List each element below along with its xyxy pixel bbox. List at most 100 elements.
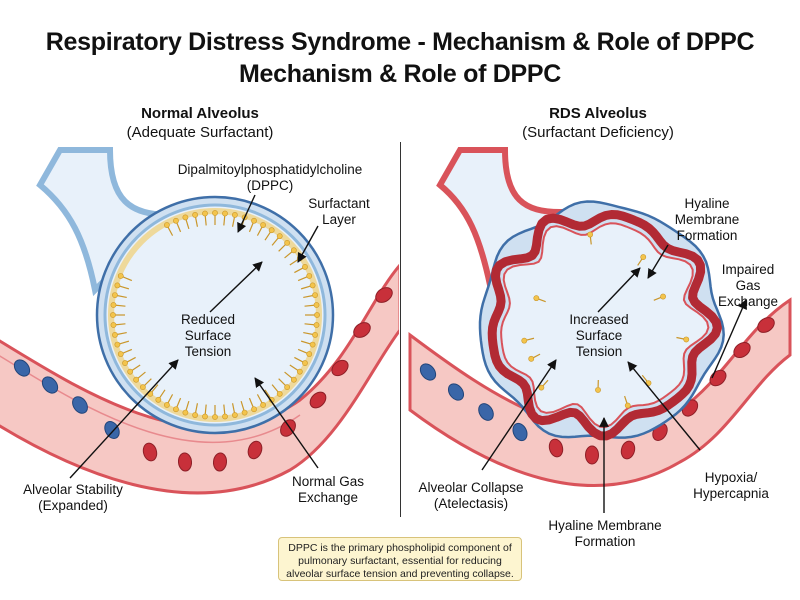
dppc-head: [192, 212, 199, 218]
red-blood-cell: [548, 438, 564, 458]
label-hyaline-membrane-bottom: Hyaline Membrane Formation: [548, 518, 662, 549]
dppc-head: [302, 360, 308, 366]
dppc-head: [309, 282, 316, 289]
red-blood-cell: [212, 452, 228, 472]
dppc-head: [127, 368, 134, 375]
dppc-head: [110, 312, 116, 318]
dppc-head: [306, 273, 313, 279]
dppc-head: [538, 384, 545, 391]
dppc-head: [241, 409, 248, 416]
red-blood-cell: [331, 359, 349, 377]
dppc-head: [182, 214, 189, 221]
dppc-head: [521, 337, 528, 344]
dppc-head: [260, 402, 266, 408]
white-blood-cell: [72, 396, 88, 414]
white-blood-cell: [41, 376, 59, 394]
dppc-head: [112, 331, 118, 338]
title-line-1: Respiratory Distress Syndrome - Mechanis…: [45, 28, 755, 56]
dppc-head: [284, 239, 291, 246]
label-hypoxia-hypercapnia: Hypoxia/ Hypercapnia: [693, 470, 769, 501]
dppc-head: [222, 413, 228, 420]
dppc-head: [155, 396, 162, 403]
dppc-head: [313, 302, 320, 308]
left-bronchiole: [36, 147, 178, 297]
dppc-head: [114, 282, 121, 289]
label-dppc: Dipalmitoylphosphatidylcholine (DPPC): [177, 162, 363, 193]
dppc-head: [139, 384, 146, 391]
red-blood-cell: [177, 452, 193, 472]
white-blood-cell: [13, 359, 31, 377]
dppc-head: [290, 247, 297, 254]
dppc-head: [212, 414, 218, 420]
dppc-head: [251, 217, 257, 224]
dppc-head: [528, 355, 535, 362]
dppc-head: [314, 312, 320, 318]
dppc-head: [133, 376, 140, 383]
red-blood-cell: [309, 391, 327, 409]
dppc-head: [164, 222, 170, 228]
dppc-head: [683, 336, 690, 343]
left-panel-subheading: (Adequate Surfactant): [126, 124, 274, 141]
dppc-head: [117, 351, 124, 357]
right-arrows: [481, 244, 747, 513]
left-panel-heading: Normal Alveolus: [141, 105, 259, 122]
dppc-head: [533, 295, 540, 302]
left-dppc-molecules: [110, 210, 320, 420]
dppc-head: [587, 231, 594, 238]
left-airspace: [129, 229, 301, 401]
right-sparse-dppc: [521, 231, 690, 409]
dppc-head: [268, 227, 275, 234]
red-blood-cell: [142, 442, 158, 462]
title-line-2: Mechanism & Role of DPPC: [238, 60, 562, 88]
dppc-head: [114, 341, 121, 348]
dppc-head: [309, 341, 316, 348]
dppc-head: [276, 233, 283, 240]
dppc-head: [312, 331, 318, 338]
label-surfactant-layer: Surfactant Layer: [308, 196, 370, 227]
label-reduced-surface-tension: Reduced Surface Tension: [180, 312, 236, 359]
normal-alveolus-illustration: [0, 147, 399, 495]
dppc-head: [110, 302, 117, 308]
label-normal-gas-exchange: Normal Gas Exchange: [291, 474, 364, 505]
red-blood-cell: [585, 445, 599, 465]
dppc-head: [231, 412, 238, 418]
right-panel-heading: RDS Alveolus: [549, 105, 647, 122]
dppc-head: [313, 322, 320, 328]
white-blood-cell: [478, 403, 494, 421]
red-blood-cell: [375, 287, 393, 303]
white-blood-cell: [512, 422, 528, 442]
dppc-head: [117, 273, 124, 279]
left-blood-cells: [13, 287, 393, 472]
left-panel-header: Normal Alveolus (Adequate Surfactant): [50, 104, 350, 142]
label-hyaline-membrane-top: Hyaline Membrane Formation: [674, 196, 740, 243]
dppc-head: [660, 293, 666, 300]
dppc-head: [296, 368, 303, 375]
hyaline-membrane: [487, 210, 722, 441]
right-blood-cells: [419, 317, 775, 465]
left-arrows: [69, 194, 319, 479]
panel-divider: [400, 142, 401, 517]
dppc-head: [164, 402, 170, 408]
dppc-head: [192, 412, 199, 418]
dppc-head: [110, 322, 117, 328]
dppc-head: [260, 222, 266, 228]
dppc-head: [173, 406, 179, 413]
dppc-head: [640, 254, 647, 260]
red-blood-cell: [733, 341, 751, 359]
dppc-head: [231, 212, 238, 218]
dppc-head: [112, 292, 118, 299]
dppc-head: [212, 210, 218, 216]
right-panel-subheading: (Surfactant Deficiency): [522, 124, 674, 141]
white-blood-cell: [419, 363, 437, 381]
label-impaired-gas-exchange: Impaired Gas Exchange: [717, 262, 779, 309]
dppc-head: [222, 210, 228, 217]
label-increased-surface-tension: Increased Surface Tension: [569, 312, 629, 359]
dppc-head: [624, 402, 631, 409]
dppc-head: [290, 376, 297, 383]
red-blood-cell: [757, 317, 775, 333]
label-alveolar-collapse: Alveolar Collapse (Atelectasis): [418, 480, 524, 511]
dppc-head: [202, 413, 208, 420]
red-blood-cell: [353, 322, 371, 338]
dppc-head: [302, 264, 308, 270]
